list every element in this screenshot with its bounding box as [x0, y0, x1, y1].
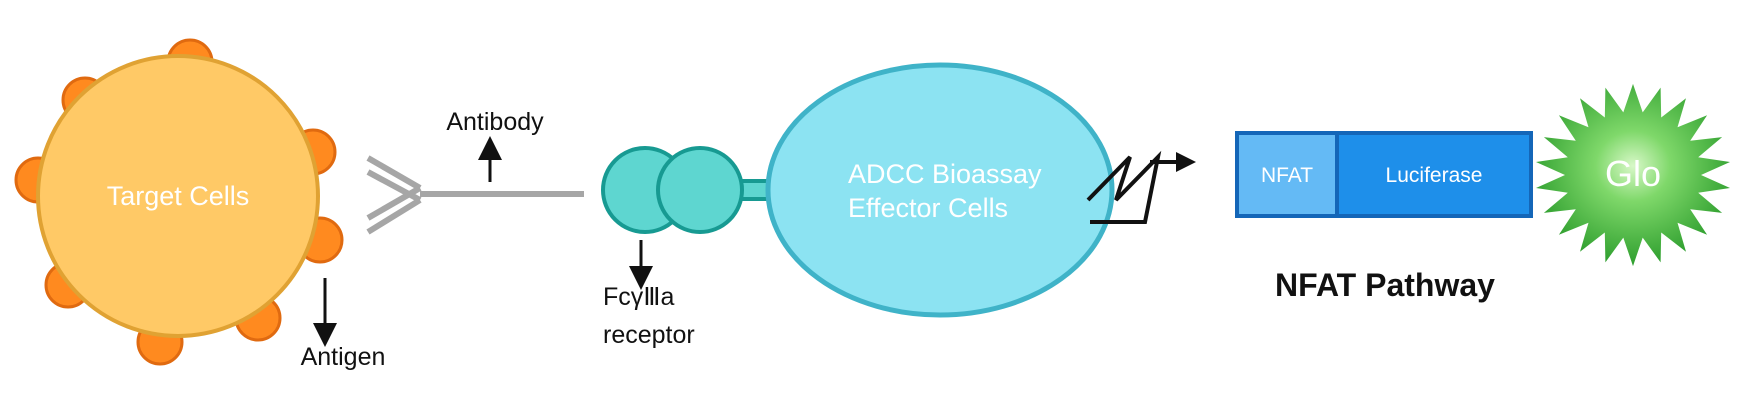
- fc-receptor: [601, 146, 789, 234]
- receptor-label-line1: FcγⅢa: [603, 283, 675, 311]
- effector-cell: [765, 62, 1115, 318]
- glo-label: Glo: [1605, 153, 1661, 194]
- target-cell: [36, 54, 320, 338]
- antigen-label: Antigen: [301, 343, 386, 371]
- effector-label-line2: Effector Cells: [848, 193, 1008, 223]
- glo-starburst: [1536, 83, 1730, 267]
- receptor-label-line2: receptor: [603, 321, 695, 349]
- antibody: [366, 155, 584, 235]
- signal-arrow: [1086, 150, 1196, 224]
- nfat-label: NFAT: [1261, 164, 1313, 187]
- pathway-label: NFAT Pathway: [1275, 267, 1495, 303]
- luciferase-label: Luciferase: [1386, 164, 1483, 187]
- antibody-label: Antibody: [446, 108, 544, 136]
- effector-label-line1: ADCC Bioassay: [848, 159, 1042, 189]
- luciferase-box: [1335, 131, 1533, 218]
- target-cells-label: Target Cells: [107, 181, 250, 211]
- receptor-domain: [656, 146, 744, 234]
